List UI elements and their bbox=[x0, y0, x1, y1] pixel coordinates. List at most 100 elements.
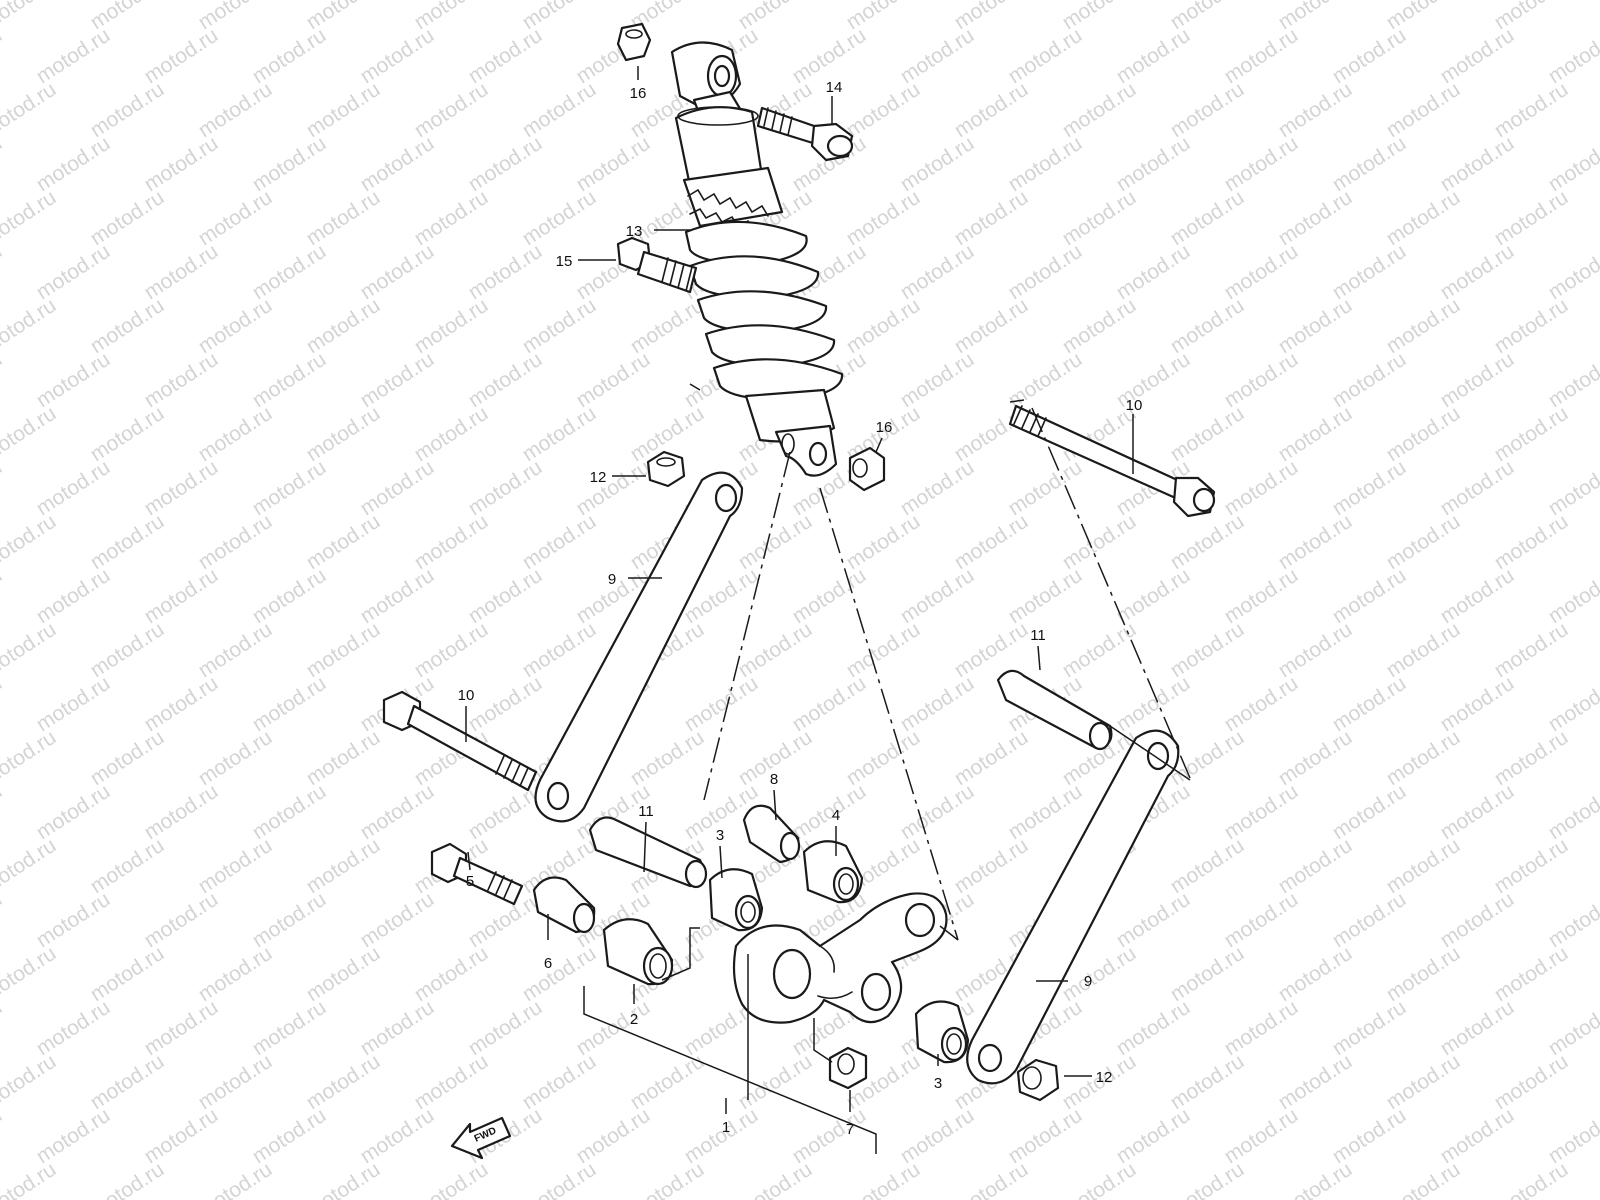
watermark-text: motod.ru bbox=[1220, 240, 1302, 304]
nut-12-lower bbox=[1016, 1058, 1060, 1102]
watermark-text: motod.ru bbox=[788, 1104, 870, 1168]
watermark-text: motod.ru bbox=[1328, 132, 1410, 196]
watermark-text: motod.ru bbox=[1490, 186, 1572, 250]
watermark-text: motod.ru bbox=[1274, 402, 1356, 466]
watermark-text: motod.ru bbox=[86, 942, 168, 1006]
watermark-text: motod.ru bbox=[1220, 564, 1302, 628]
watermark-text: motod.ru bbox=[86, 726, 168, 790]
callout-10-left: 10 bbox=[458, 687, 475, 704]
watermark-text: motod.ru bbox=[1328, 888, 1410, 952]
watermark-text: motod.ru bbox=[140, 456, 222, 520]
watermark-text: motod.ru bbox=[1436, 888, 1518, 952]
watermark-text: motod.ru bbox=[464, 240, 546, 304]
watermark-text: motod.ru bbox=[302, 942, 384, 1006]
watermark-text: motod.ru bbox=[896, 672, 978, 736]
watermark-text: motod.ru bbox=[0, 1050, 60, 1114]
callout-4: 4 bbox=[832, 807, 840, 824]
watermark-text: motod.ru bbox=[1544, 132, 1600, 196]
watermark-text: motod.ru bbox=[1490, 726, 1572, 790]
watermark-text: motod.ru bbox=[302, 186, 384, 250]
watermark-text: motod.ru bbox=[194, 618, 276, 682]
watermark-text: motod.ru bbox=[1058, 186, 1140, 250]
watermark-text: motod.ru bbox=[248, 240, 330, 304]
watermark-text: motod.ru bbox=[518, 942, 600, 1006]
watermark-text: motod.ru bbox=[842, 1158, 924, 1200]
watermark-text: motod.ru bbox=[410, 78, 492, 142]
watermark-text: motod.ru bbox=[32, 996, 114, 1060]
watermark-text: motod.ru bbox=[140, 564, 222, 628]
watermark-text: motod.ru bbox=[518, 294, 600, 358]
watermark-text: motod.ru bbox=[356, 132, 438, 196]
watermark-text: motod.ru bbox=[1220, 672, 1302, 736]
callout-16-upper: 16 bbox=[630, 85, 647, 102]
watermark-text: motod.ru bbox=[356, 240, 438, 304]
watermark-text: motod.ru bbox=[140, 132, 222, 196]
watermark-text: motod.ru bbox=[0, 942, 60, 1006]
watermark-text: motod.ru bbox=[1436, 240, 1518, 304]
callout-6: 6 bbox=[544, 955, 552, 972]
callout-16-lower: 16 bbox=[876, 419, 893, 436]
watermark-text: motod.ru bbox=[1436, 24, 1518, 88]
watermark-text: motod.ru bbox=[1112, 348, 1194, 412]
watermark-text: motod.ru bbox=[1220, 780, 1302, 844]
watermark-text: motod.ru bbox=[0, 402, 60, 466]
watermark-text: motod.ru bbox=[1112, 996, 1194, 1060]
watermark-text: motod.ru bbox=[1382, 402, 1464, 466]
watermark-text: motod.ru bbox=[1274, 186, 1356, 250]
bearing-2 bbox=[602, 918, 674, 986]
watermark-text: motod.ru bbox=[464, 24, 546, 88]
nut-12-upper bbox=[646, 450, 686, 488]
watermark-text: motod.ru bbox=[518, 1050, 600, 1114]
watermark-text: motod.ru bbox=[194, 1158, 276, 1200]
watermark-text: motod.ru bbox=[194, 510, 276, 574]
spacer-8 bbox=[742, 804, 801, 864]
watermark-text: motod.ru bbox=[0, 456, 6, 520]
watermark-text: motod.ru bbox=[1004, 348, 1086, 412]
watermark-text: motod.ru bbox=[0, 78, 60, 142]
watermark-text: motod.ru bbox=[1436, 672, 1518, 736]
nut-16-lower bbox=[848, 446, 886, 492]
watermark-text: motod.ru bbox=[1166, 510, 1248, 574]
watermark-text: motod.ru bbox=[86, 618, 168, 682]
watermark-text: motod.ru bbox=[1328, 240, 1410, 304]
watermark-text: motod.ru bbox=[1328, 996, 1410, 1060]
watermark-text: motod.ru bbox=[1328, 780, 1410, 844]
watermark-text: motod.ru bbox=[1544, 240, 1600, 304]
watermark-text: motod.ru bbox=[572, 348, 654, 412]
watermark-text: motod.ru bbox=[194, 78, 276, 142]
watermark-text: motod.ru bbox=[194, 186, 276, 250]
watermark-text: motod.ru bbox=[1490, 510, 1572, 574]
watermark-text: motod.ru bbox=[1112, 132, 1194, 196]
watermark-text: motod.ru bbox=[1436, 564, 1518, 628]
forward-direction-arrow: FWD bbox=[450, 1116, 512, 1160]
watermark-text: motod.ru bbox=[0, 1104, 6, 1168]
watermark-text: motod.ru bbox=[86, 294, 168, 358]
watermark-text: motod.ru bbox=[842, 726, 924, 790]
watermark-text: motod.ru bbox=[1328, 564, 1410, 628]
watermark-text: motod.ru bbox=[0, 834, 60, 898]
watermark-text: motod.ru bbox=[0, 132, 6, 196]
watermark-text: motod.ru bbox=[1004, 456, 1086, 520]
nut-7 bbox=[828, 1046, 868, 1090]
callout-9-right: 9 bbox=[1084, 973, 1092, 990]
watermark-text: motod.ru bbox=[1544, 996, 1600, 1060]
watermark-text: motod.ru bbox=[950, 726, 1032, 790]
callout-10-right: 10 bbox=[1126, 397, 1143, 414]
watermark-text: motod.ru bbox=[896, 456, 978, 520]
watermark-text: motod.ru bbox=[1220, 348, 1302, 412]
watermark-text: motod.ru bbox=[0, 888, 6, 952]
watermark-text: motod.ru bbox=[302, 726, 384, 790]
link-rod-9-right bbox=[966, 729, 1180, 1085]
sleeve-11-right bbox=[996, 669, 1113, 751]
bearing-3-upper bbox=[708, 868, 764, 932]
watermark-text: motod.ru bbox=[788, 564, 870, 628]
watermark-text: motod.ru bbox=[518, 1158, 600, 1200]
watermark-text: motod.ru bbox=[1544, 564, 1600, 628]
watermark-text: motod.ru bbox=[1490, 294, 1572, 358]
watermark-text: motod.ru bbox=[842, 186, 924, 250]
watermark-text: motod.ru bbox=[1166, 942, 1248, 1006]
watermark-text: motod.ru bbox=[32, 348, 114, 412]
watermark-text: motod.ru bbox=[950, 834, 1032, 898]
